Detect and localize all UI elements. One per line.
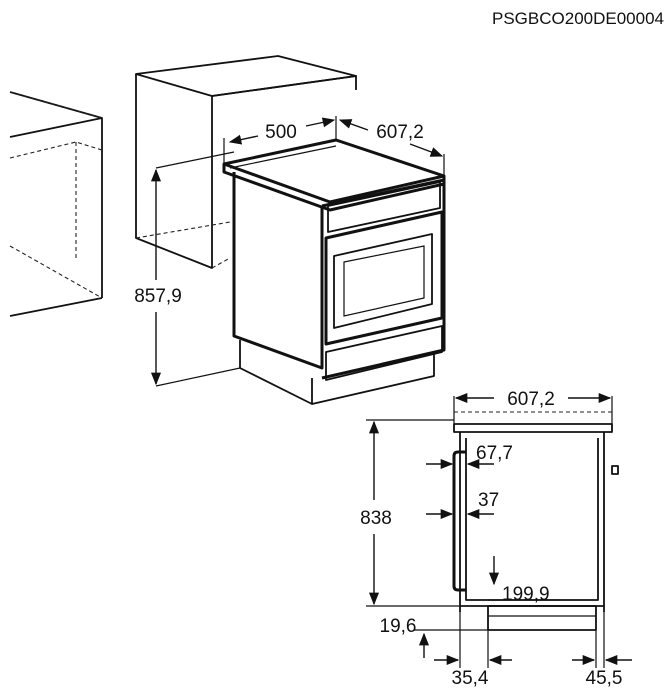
side-dimension-rear-foot: 45,5 — [572, 612, 632, 689]
side-dimension-drawer-height: 199,9 — [488, 556, 560, 605]
plinth-height-label: 19,6 — [380, 616, 417, 637]
side-dimension-plinth-height: 19,6 — [380, 616, 488, 658]
cooker-side-view — [452, 396, 619, 631]
iso-depth-label: 500 — [265, 122, 297, 143]
side-width-label: 607,2 — [507, 389, 555, 410]
front-foot-label: 35,4 — [452, 668, 489, 689]
side-dimension-height: 838 — [360, 419, 460, 607]
side-dimension-door-offset: 37 — [426, 490, 499, 520]
side-dimension-width: 607,2 — [454, 389, 612, 410]
document-code: PSGBCO200DE00004 — [492, 9, 664, 28]
side-dimension-handle-offset: 67,7 — [426, 443, 513, 470]
iso-dimension-width: 607,2 — [338, 119, 445, 176]
side-dimension-front-foot: 35,4 — [434, 612, 512, 689]
iso-height-label: 857,9 — [134, 286, 182, 307]
iso-width-label: 607,2 — [376, 122, 424, 143]
drawer-height-label: 199,9 — [502, 584, 550, 605]
side-height-label: 838 — [360, 508, 392, 529]
left-cabinet — [9, 91, 103, 317]
handle-offset-label: 67,7 — [476, 443, 513, 464]
iso-dimension-depth: 500 — [223, 116, 337, 164]
door-offset-label: 37 — [478, 490, 499, 511]
iso-dimension-height: 857,9 — [134, 168, 182, 386]
back-cabinet — [135, 55, 357, 269]
cooker-iso — [155, 138, 446, 405]
rear-foot-label: 45,5 — [586, 668, 623, 689]
